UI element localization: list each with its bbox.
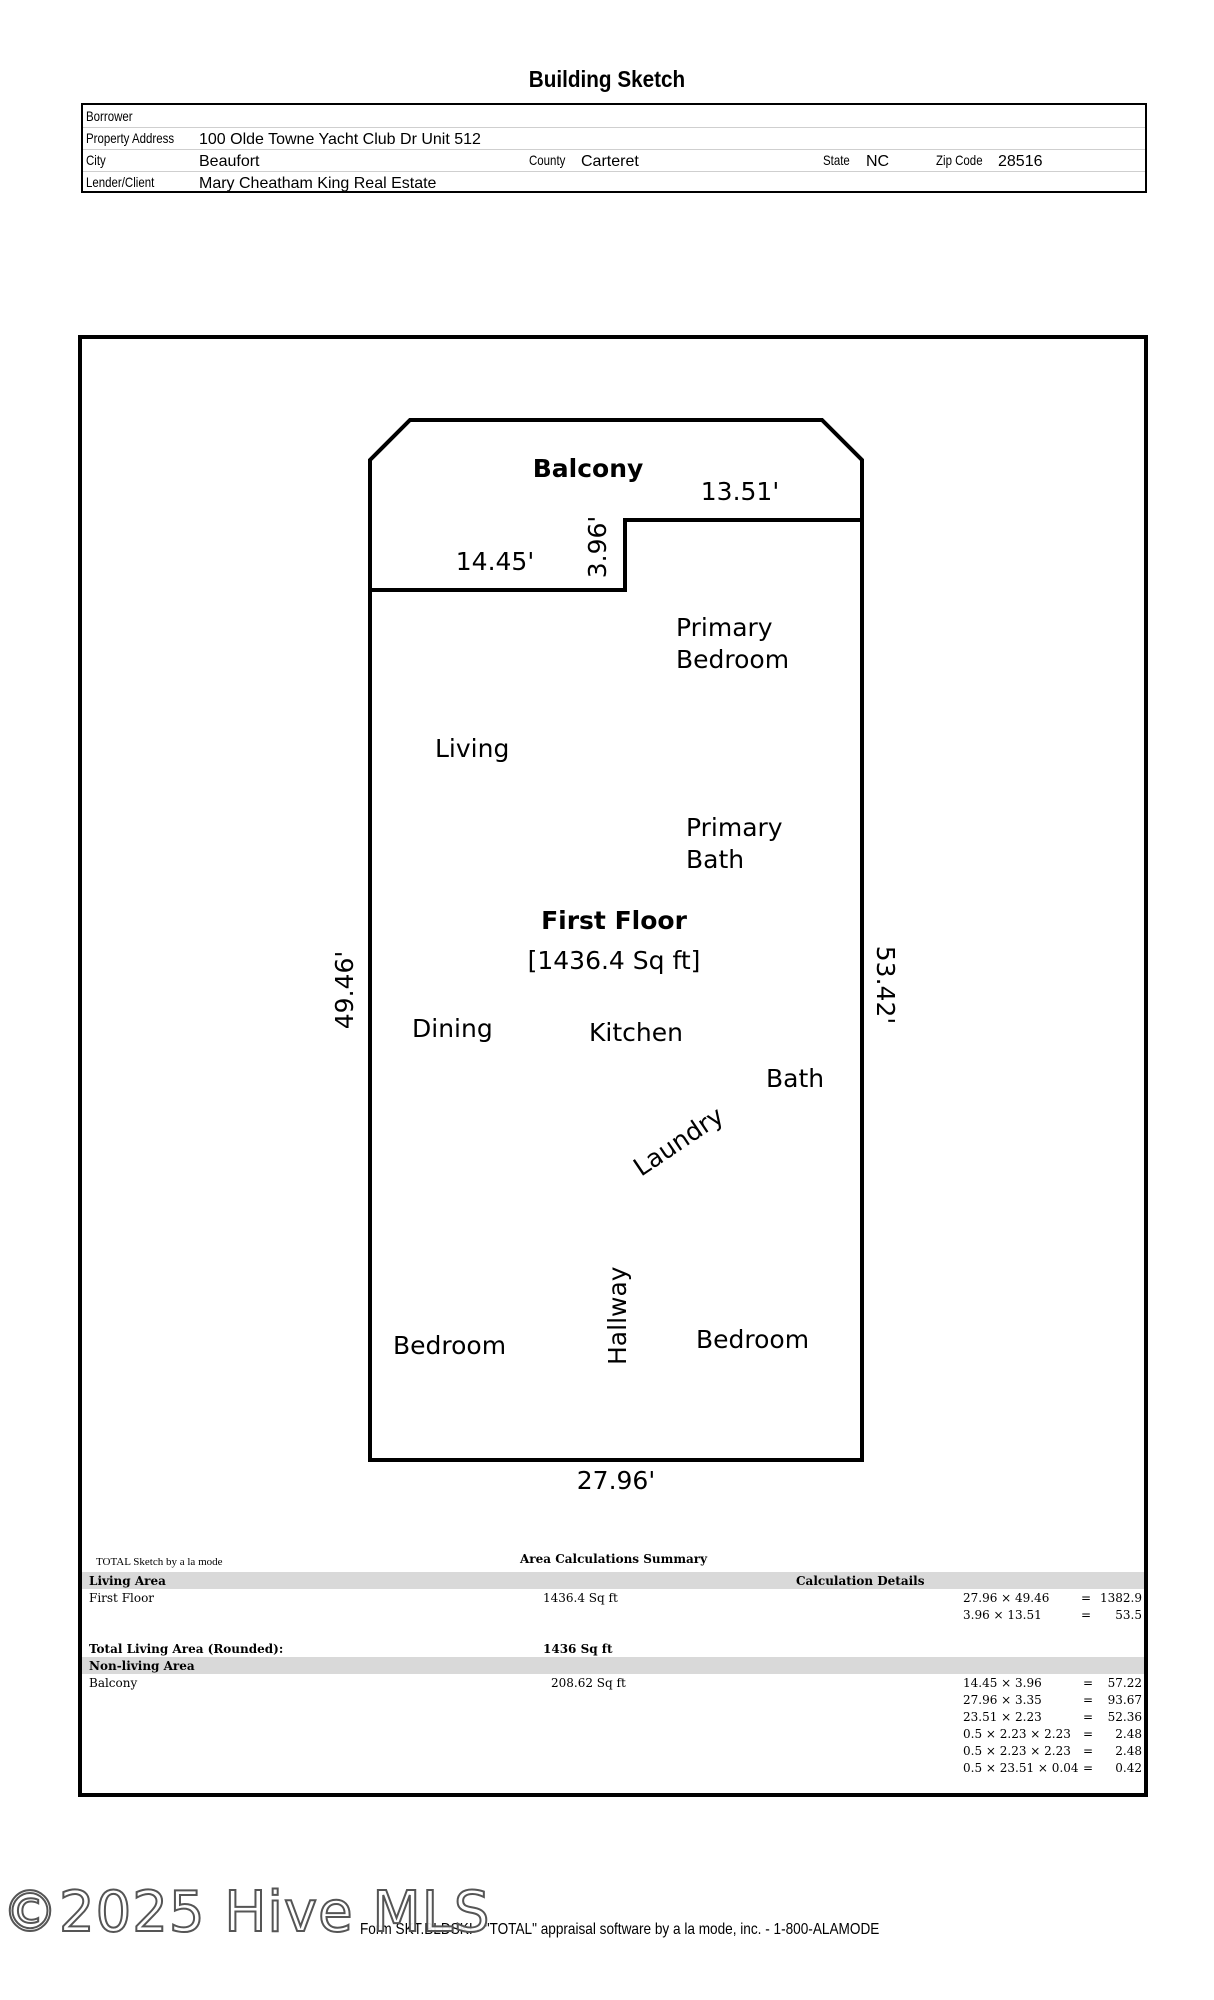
calc-result: 93.67 xyxy=(1107,1693,1142,1707)
total-living-label: Total Living Area (Rounded): xyxy=(89,1642,284,1656)
software-note: TOTAL Sketch by a la mode xyxy=(96,1556,223,1568)
balcony-calc-label: Balcony xyxy=(89,1676,138,1690)
calc-eq: = xyxy=(1083,1761,1094,1775)
calc-formula: 14.45 × 3.96 xyxy=(963,1676,1042,1690)
room-primary-bath-line1: Primary xyxy=(686,813,783,842)
city-label: City xyxy=(86,152,106,168)
dim-balcony-step: 3.96' xyxy=(583,516,612,579)
lender-row: Lender/Client Mary Cheatham King Real Es… xyxy=(83,171,1145,193)
room-dining: Dining xyxy=(412,1014,493,1043)
calc-result: 53.5 xyxy=(1115,1608,1142,1622)
floor-area: [1436.4 Sq ft] xyxy=(528,946,701,975)
county-label: County xyxy=(529,152,566,168)
calc-result: 1382.9 xyxy=(1100,1591,1142,1605)
non-living-header: Non-living Area xyxy=(89,1659,195,1673)
living-area-band xyxy=(82,1572,1144,1589)
zip-label: Zip Code xyxy=(936,152,983,168)
county-value: Carteret xyxy=(581,153,639,170)
property-info-table: Borrower Property Address 100 Olde Towne… xyxy=(81,103,1147,193)
first-floor-area: 1436.4 Sq ft xyxy=(543,1591,618,1605)
lender-label: Lender/Client xyxy=(86,174,155,190)
calc-formula: 3.96 × 13.51 xyxy=(963,1608,1042,1622)
lender-value: Mary Cheatham King Real Estate xyxy=(199,175,437,192)
room-kitchen: Kitchen xyxy=(589,1018,683,1047)
calc-result: 2.48 xyxy=(1115,1744,1142,1758)
calc-eq: = xyxy=(1083,1676,1094,1690)
calc-result: 0.42 xyxy=(1115,1761,1142,1775)
calc-formula: 27.96 × 49.46 xyxy=(963,1591,1050,1605)
borrower-row: Borrower xyxy=(83,105,1145,128)
property-address-value: 100 Olde Towne Yacht Club Dr Unit 512 xyxy=(199,131,481,148)
building-outline xyxy=(368,418,864,1462)
room-laundry: Laundry xyxy=(628,1101,729,1182)
dim-bottom: 27.96' xyxy=(577,1466,655,1495)
room-living: Living xyxy=(435,734,509,763)
calc-eq: = xyxy=(1081,1608,1092,1622)
footer-text: Form SKT.BLDSKI - "TOTAL" appraisal soft… xyxy=(360,1921,880,1938)
sketch-frame xyxy=(78,335,1148,1797)
dim-balcony-left: 14.45' xyxy=(456,547,534,576)
calc-result: 52.36 xyxy=(1107,1710,1142,1724)
calc-formula: 23.51 × 2.23 xyxy=(963,1710,1042,1724)
calc-eq: = xyxy=(1083,1744,1094,1758)
state-value: NC xyxy=(866,153,890,170)
dim-left: 49.46' xyxy=(330,951,359,1029)
page-title: Building Sketch xyxy=(528,66,686,92)
room-primary-bedroom-line1: Primary xyxy=(676,613,773,642)
total-living-value: 1436 Sq ft xyxy=(543,1642,613,1656)
calc-eq: = xyxy=(1083,1710,1094,1724)
first-floor-label: First Floor xyxy=(89,1591,155,1605)
city-value: Beaufort xyxy=(199,153,260,170)
calc-eq: = xyxy=(1081,1591,1092,1605)
calc-formula: 27.96 × 3.35 xyxy=(963,1693,1042,1707)
room-bath: Bath xyxy=(766,1064,824,1093)
summary-title: Area Calculations Summary xyxy=(520,1552,708,1566)
room-bedroom-right: Bedroom xyxy=(696,1325,809,1354)
city-row: City Beaufort County Carteret State NC Z… xyxy=(83,149,1145,172)
calculation-details-header: Calculation Details xyxy=(796,1574,925,1588)
calc-eq: = xyxy=(1083,1693,1094,1707)
balcony-calc-area: 208.62 Sq ft xyxy=(551,1676,626,1690)
balcony-separator xyxy=(370,518,862,592)
floor-label: First Floor xyxy=(541,906,688,935)
calc-eq: = xyxy=(1083,1727,1094,1741)
room-bedroom-left: Bedroom xyxy=(393,1331,506,1360)
dim-right: 53.42' xyxy=(871,946,900,1024)
calc-formula: 0.5 × 2.23 × 2.23 xyxy=(963,1744,1071,1758)
state-label: State xyxy=(823,152,850,168)
room-primary-bath-line2: Bath xyxy=(686,845,744,874)
borrower-label: Borrower xyxy=(86,108,133,124)
property-address-label: Property Address xyxy=(86,130,175,146)
calc-result: 2.48 xyxy=(1115,1727,1142,1741)
calc-formula: 0.5 × 23.51 × 0.04 xyxy=(963,1761,1079,1775)
room-hallway: Hallway xyxy=(603,1266,632,1365)
property-address-row: Property Address 100 Olde Towne Yacht Cl… xyxy=(83,127,1145,150)
room-primary-bedroom-line2: Bedroom xyxy=(676,645,789,674)
dim-top-right: 13.51' xyxy=(701,477,779,506)
living-area-header: Living Area xyxy=(89,1574,166,1588)
zip-value: 28516 xyxy=(998,153,1043,170)
watermark: ©2025 Hive MLS xyxy=(1,1879,491,1946)
balcony-label: Balcony xyxy=(533,454,644,483)
calc-result: 57.22 xyxy=(1107,1676,1142,1690)
non-living-band xyxy=(82,1657,1144,1674)
calc-formula: 0.5 × 2.23 × 2.23 xyxy=(963,1727,1071,1741)
